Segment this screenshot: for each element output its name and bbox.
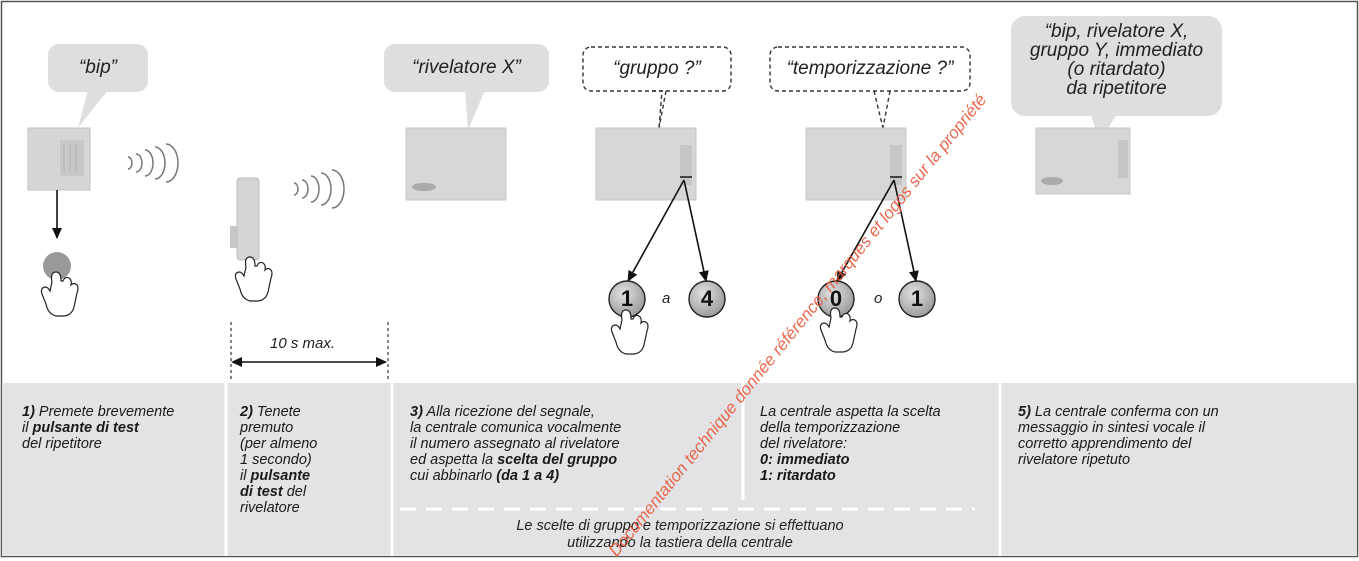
central-unit-4: [1035, 127, 1131, 195]
key-1-second: [898, 280, 936, 318]
step-2-bold-2: di test: [240, 484, 283, 500]
step-4-text: La centrale aspetta la scelta della temp…: [760, 404, 995, 484]
step-3-bold-2: (da 1 a 4): [496, 468, 560, 484]
bubble-confirm-line-2: gruppo Y, immediato: [1029, 40, 1204, 61]
hand-icon-3: [610, 309, 649, 355]
hand-icon-2: [234, 256, 273, 302]
step-4-line-2: della temporizzazione: [760, 420, 901, 436]
key-4: [688, 280, 726, 318]
key-4-label: 4: [700, 286, 714, 311]
step-3-bold-1: scelta del gruppo: [497, 452, 618, 468]
step-2-line-2: premuto: [240, 420, 294, 436]
step-1-line-3: del ripetitore: [22, 436, 102, 452]
bottom-note-line-1: Le scelte di gruppo e temporizzazione si…: [516, 518, 844, 534]
step-5-text: 5) La centrale conferma con un messaggio…: [1018, 404, 1348, 468]
radio-waves-2: [293, 169, 345, 209]
bubble-bip: [48, 44, 148, 128]
step-2-line-6b: del: [282, 484, 307, 500]
bubble-temporizzazione: [769, 46, 971, 129]
step-1-text: 1) Premete brevemente il pulsante di tes…: [22, 404, 222, 452]
key-separator-a: a: [662, 290, 671, 307]
key-1-second-label: 1: [910, 286, 924, 311]
bubble-confirm-line-3: (o ritardato): [1067, 59, 1166, 80]
bubble-confirm-line-1: “bip, rivelatore X,: [1044, 21, 1189, 42]
step-1-line-2a: il: [22, 420, 33, 436]
central-unit-1: [405, 127, 507, 201]
step-2-line-4: 1 secondo): [240, 452, 312, 468]
step-4-line-3: del rivelatore:: [760, 436, 848, 452]
bubble-gruppo: [582, 46, 732, 129]
step-3-text: 3) Alla ricezione del segnale, la centra…: [410, 404, 740, 484]
step-5-line-1: La centrale conferma con un: [1030, 404, 1219, 420]
central-unit-3: [805, 127, 907, 201]
key-1-label: 1: [620, 286, 634, 311]
step-1-line-1: Premete brevemente: [34, 404, 175, 420]
step-2-line-5a: il: [240, 468, 251, 484]
step-3-line-4a: ed aspetta la: [410, 452, 498, 468]
step-3-line-2: la centrale comunica vocalmente: [410, 420, 622, 436]
test-button-repeater: [43, 252, 71, 280]
bubble-confirm-line-4: da ripetitore: [1066, 78, 1167, 99]
step-2-text: 2) Tenete premuto (per almeno 1 secondo)…: [240, 404, 390, 516]
step-4-bold-1: 0: immediato: [760, 452, 850, 468]
step-3-line-3: il numero assegnato al rivelatore: [410, 436, 620, 452]
bubble-temporizzazione-text: “temporizzazione ?”: [786, 58, 954, 79]
bubble-bip-text: “bip”: [78, 57, 117, 78]
step-1-number: 1): [22, 404, 35, 420]
bubble-rivelatore: [384, 44, 549, 130]
step-3-line-1: Alla ricezione del segnale,: [422, 404, 595, 420]
step-2-line-7: rivelatore: [240, 500, 300, 516]
step-4-bold-2: 1: ritardato: [760, 468, 836, 484]
bubble-confirm: [1011, 16, 1222, 142]
hand-icon-4: [819, 307, 858, 353]
central-unit-2: [595, 127, 697, 201]
repeater-device: [27, 127, 91, 191]
step-5-line-2: messaggio in sintesi vocale il: [1018, 420, 1205, 436]
arrow-to-key-1b: [893, 179, 919, 282]
bubble-gruppo-text: “gruppo ?”: [613, 58, 701, 79]
step-5-number: 5): [1018, 404, 1031, 420]
arrow-to-key-0: [836, 179, 895, 282]
radio-waves-1: [127, 143, 179, 183]
step-5-line-3: corretto apprendimento del: [1018, 436, 1192, 452]
step-2-line-1: Tenete: [252, 404, 301, 420]
bottom-note-line-2: utilizzando la tastiera della centrale: [567, 535, 793, 551]
bubble-rivelatore-text: “rivelatore X”: [412, 57, 521, 78]
arrow-to-key-1: [627, 179, 685, 282]
key-0-label: 0: [829, 286, 843, 311]
step-2-number: 2): [240, 404, 253, 420]
step-5-line-4: rivelatore ripetuto: [1018, 452, 1131, 468]
steps-panel: [2, 383, 1357, 556]
arrow-to-key-4: [683, 179, 709, 282]
step-3-line-5a: cui abbinarlo: [410, 468, 497, 484]
key-separator-o: o: [874, 290, 883, 307]
step-2-line-3: (per almeno: [240, 436, 318, 452]
step-1-bold: pulsante di test: [32, 420, 139, 436]
step-3-number: 3): [410, 404, 423, 420]
step-4-line-1: La centrale aspetta la scelta: [760, 404, 941, 420]
detector-device: [230, 177, 260, 261]
timing-label: 10 s max.: [270, 335, 336, 352]
step-2-bold-1: pulsante: [250, 468, 311, 484]
hand-icon-1: [40, 271, 79, 317]
